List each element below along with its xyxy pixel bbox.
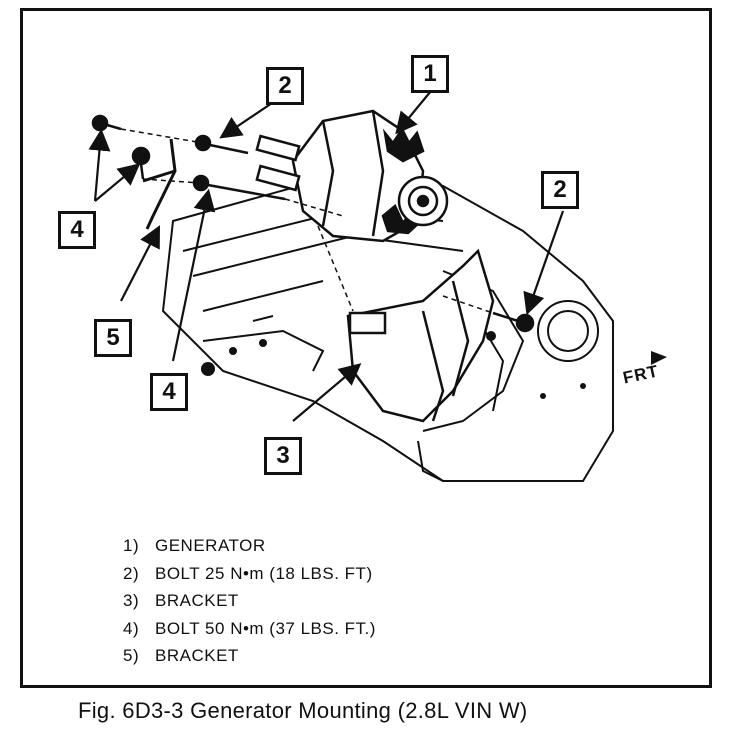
- figure-caption: Fig. 6D3-3 Generator Mounting (2.8L VIN …: [78, 698, 528, 723]
- legend-number: 2): [123, 563, 140, 583]
- legend-item: 4) BOLT 50 N•m (37 LBS. FT.): [123, 619, 376, 647]
- figure-frame: 1 2 2 4 5 4 3 FRT 1)GENERATOR 2)BOLT 25 …: [20, 8, 712, 688]
- parts-legend: 1) GENERATOR 2) BOLT 25 N•m (18 LBS. FT) 3…: [123, 536, 376, 674]
- legend-item: 3) BRACKET: [123, 591, 376, 619]
- legend-item: 2) BOLT 25 N•m (18 LBS. FT): [123, 564, 376, 592]
- callout-bolt-right: 2: [541, 171, 579, 209]
- leader-lines: [88, 90, 565, 422]
- alignment-lines: [120, 128, 494, 314]
- engine-illustration: [88, 90, 667, 482]
- callout-bolt-long: 4: [150, 373, 188, 411]
- legend-text: BRACKET: [155, 646, 239, 665]
- bolt-right: [492, 311, 535, 333]
- callout-bracket-main: 3: [264, 437, 302, 475]
- callout-bolt-upper: 2: [266, 67, 304, 105]
- small-bracket: [142, 138, 177, 230]
- callout-bolt-pair: 4: [58, 211, 96, 249]
- legend-number: 4): [123, 618, 140, 638]
- legend-number: 3): [123, 591, 140, 610]
- legend-number: 1): [123, 536, 140, 555]
- legend-item: 5) BRACKET: [123, 646, 376, 674]
- front-arrow-icon: [651, 351, 667, 365]
- legend-text: GENERATOR: [155, 536, 266, 555]
- bolt-upper-left: [91, 114, 122, 132]
- legend-item: 1) GENERATOR: [123, 536, 376, 564]
- legend-text: BRACKET: [155, 591, 239, 610]
- legend-text: BOLT 25 N•m (18 LBS. FT): [155, 563, 373, 583]
- main-bracket: [346, 248, 495, 423]
- callout-generator: 1: [411, 55, 449, 93]
- bolt-short: [194, 134, 249, 155]
- legend-number: 5): [123, 646, 140, 665]
- legend-text: BOLT 50 N•m (37 LBS. FT.): [155, 618, 376, 638]
- callout-bracket-small: 5: [94, 319, 132, 357]
- generator: [255, 109, 449, 243]
- bolt-mid-left: [131, 146, 151, 180]
- bolts: [91, 114, 535, 333]
